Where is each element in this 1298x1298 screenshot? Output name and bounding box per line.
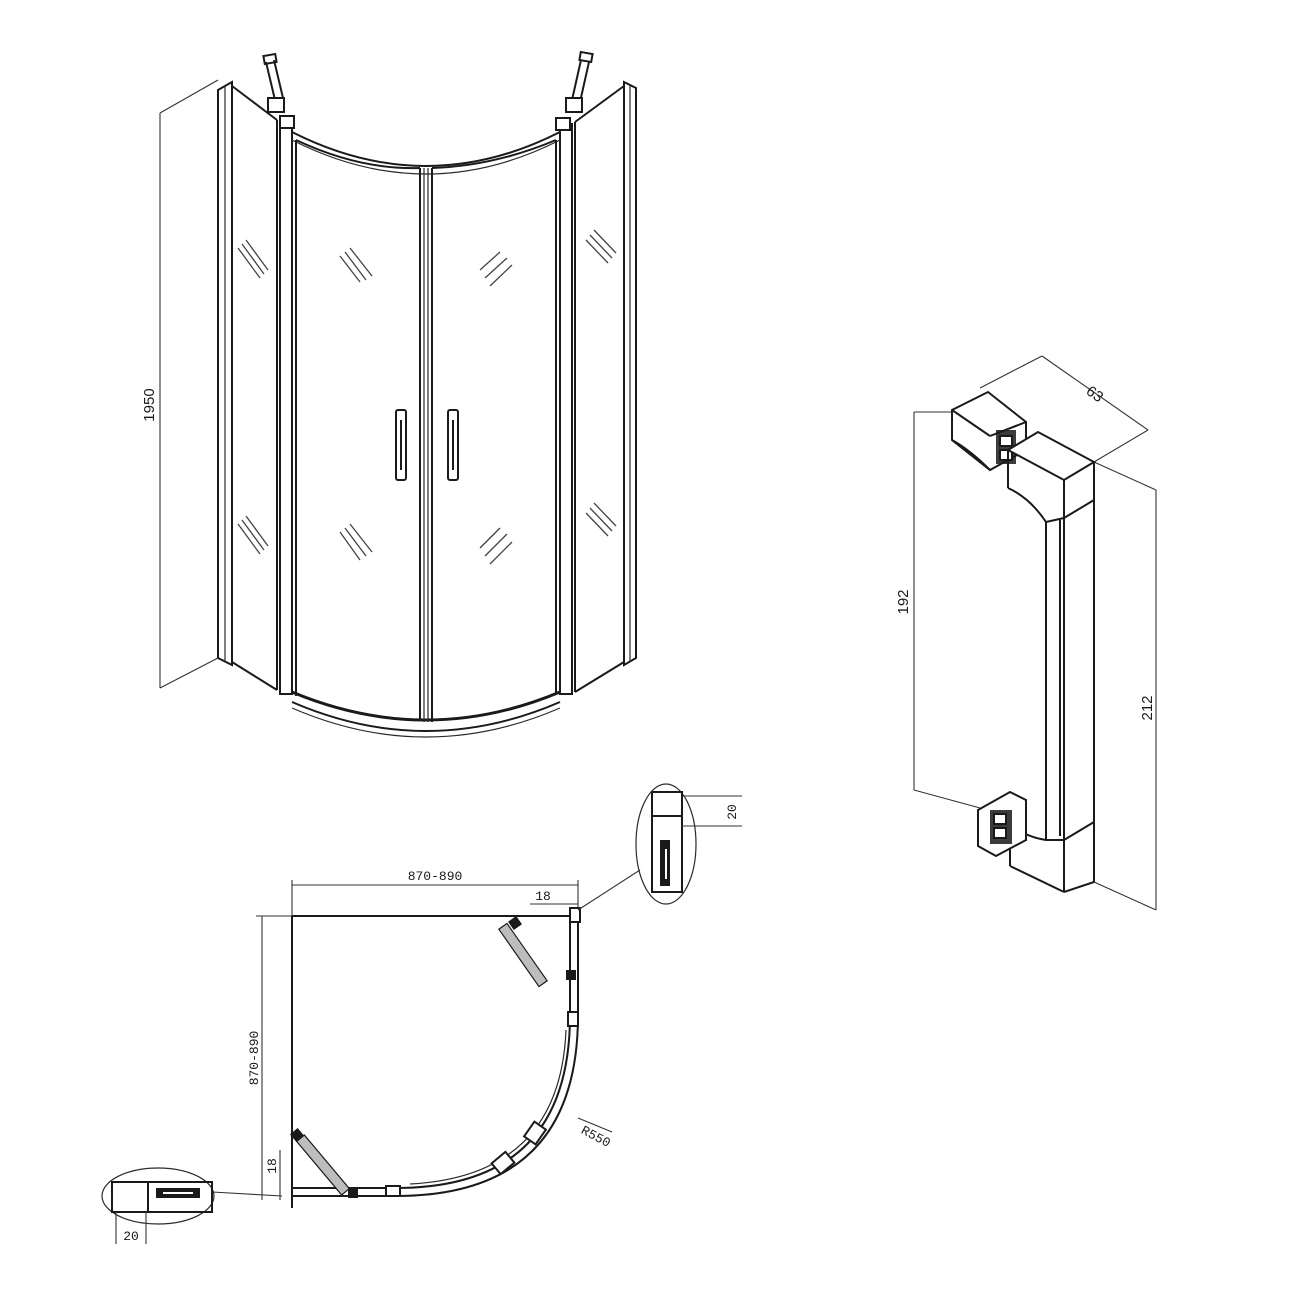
left-door (295, 139, 425, 722)
right-support-bar (565, 50, 594, 113)
left-support-bar (262, 52, 285, 113)
profile-top-dimension: 18 (530, 889, 578, 905)
radius-dimension: R550 (577, 1117, 613, 1151)
wall-profile-right (555, 117, 573, 695)
support-strut-left (289, 1127, 358, 1198)
door-roller (490, 1120, 548, 1176)
plan-view: 870-890 18 870-890 18 (101, 783, 742, 1244)
profile-left-label: 18 (265, 1158, 280, 1174)
height-dimension: 1950 (141, 79, 219, 689)
glass-reflection-mark (479, 251, 513, 565)
handle-inner-label: 192 (895, 589, 912, 614)
plan-width-dimension: 870-890 (291, 869, 579, 916)
handle-inner-dimension: 192 (895, 411, 981, 809)
radius-label: R550 (578, 1123, 613, 1151)
handle-bottom-mount (977, 790, 1027, 858)
door-handle-right (447, 409, 459, 481)
handle-top-mount (951, 390, 1027, 472)
detail-bottom-dim-label: 20 (123, 1229, 139, 1244)
profile-left-dimension: 18 (265, 1150, 281, 1200)
support-strut-top (497, 907, 581, 988)
plan-depth-dimension: 870-890 (247, 915, 292, 1200)
top-detail-bubble: 20 (577, 783, 742, 911)
glass-reflection-mark (585, 229, 617, 537)
detail-top-dim-label: 20 (725, 804, 740, 820)
bottom-rail (291, 690, 561, 738)
handle-detail: 63 192 212 (895, 355, 1157, 911)
handle-total-dimension: 212 (1093, 461, 1157, 911)
wall-profile-left (279, 115, 295, 695)
left-fixed-panel (217, 80, 278, 691)
profile-top-label: 18 (535, 889, 551, 904)
plan-depth-label: 870-890 (247, 1031, 262, 1086)
door-handle-left (395, 409, 407, 481)
bottom-detail-bubble: 20 (101, 1167, 283, 1244)
right-door (427, 139, 557, 722)
handle-width-dimension: 63 (979, 355, 1149, 463)
height-label: 1950 (141, 388, 158, 421)
glass-reflection-mark (237, 239, 269, 555)
enclosure-elevation: 1950 (141, 50, 637, 738)
handle-width-label: 63 (1083, 383, 1106, 406)
plan-width-label: 870-890 (408, 869, 463, 884)
glass-reflection-mark (339, 247, 373, 561)
top-rail (291, 131, 561, 175)
handle-total-label: 212 (1139, 695, 1156, 720)
right-fixed-panel (574, 80, 637, 693)
curved-enclosure (292, 916, 579, 1197)
handle-bar (1005, 430, 1097, 893)
